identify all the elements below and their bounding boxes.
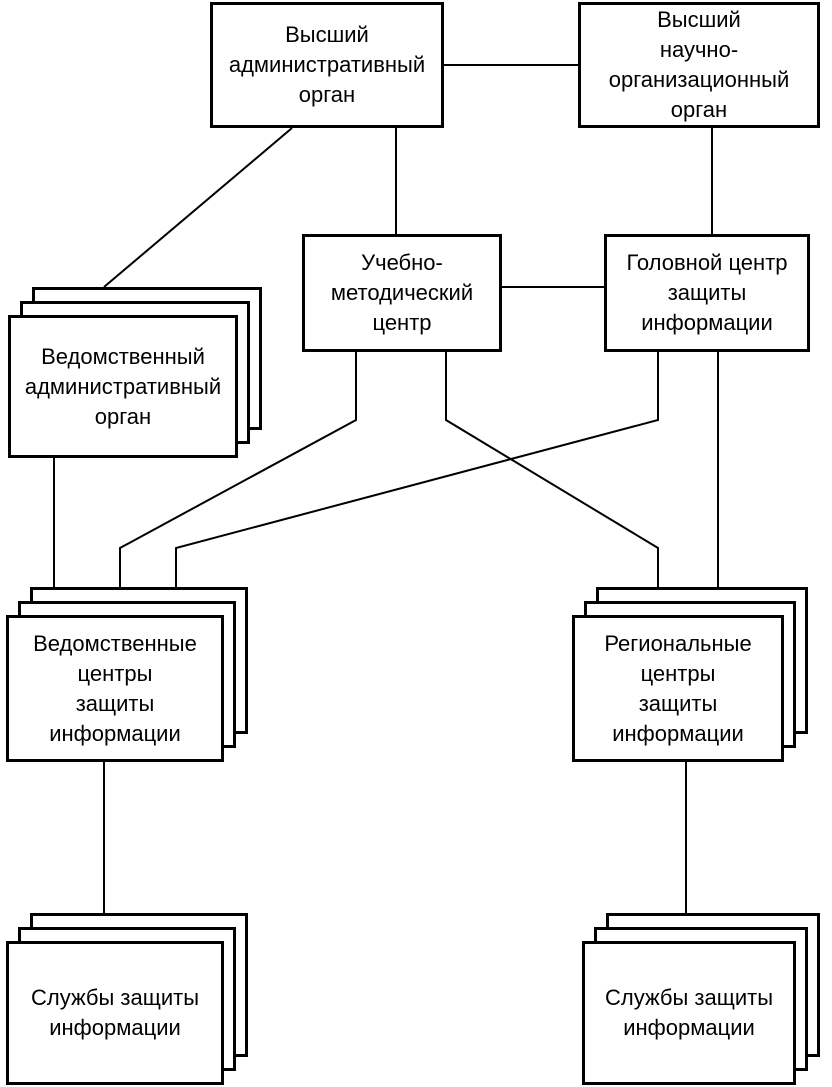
node-services-left-label: Службы защиты информации — [30, 985, 200, 1040]
node-dept-admin-label: Ведомственный административный орган — [24, 343, 222, 429]
edge-top-admin-dept-admin — [103, 127, 293, 288]
node-head-center-label: Головной центр защиты информации — [626, 250, 788, 335]
node-reg-centers-label: Региональные центры защиты информации — [604, 630, 752, 746]
node-reg-centers: Региональные центры защиты информации — [572, 615, 784, 762]
node-dept-centers-label: Ведомственные центры защиты информации — [33, 630, 197, 746]
node-top-admin-label: Высший административный орган — [228, 22, 426, 107]
edge-head-center-dept-centers — [175, 352, 659, 587]
node-top-science: Высший научно- организационный орган — [578, 2, 820, 128]
node-dept-centers: Ведомственные центры защиты информации — [6, 615, 224, 762]
node-services-right: Службы защиты информации — [582, 941, 796, 1085]
edge-edu-center-dept-centers — [119, 352, 357, 587]
node-edu-center: Учебно- методический центр — [302, 234, 502, 352]
node-dept-admin: Ведомственный административный орган — [8, 315, 238, 458]
node-top-science-label: Высший научно- организационный орган — [608, 7, 790, 122]
edge-edu-center-reg-centers — [445, 352, 659, 587]
node-services-right-label: Службы защиты информации — [604, 985, 774, 1040]
node-services-left: Службы защиты информации — [6, 941, 224, 1085]
node-head-center: Головной центр защиты информации — [604, 234, 810, 352]
node-edu-center-label: Учебно- методический центр — [330, 250, 474, 335]
node-top-admin: Высший административный орган — [210, 2, 444, 128]
